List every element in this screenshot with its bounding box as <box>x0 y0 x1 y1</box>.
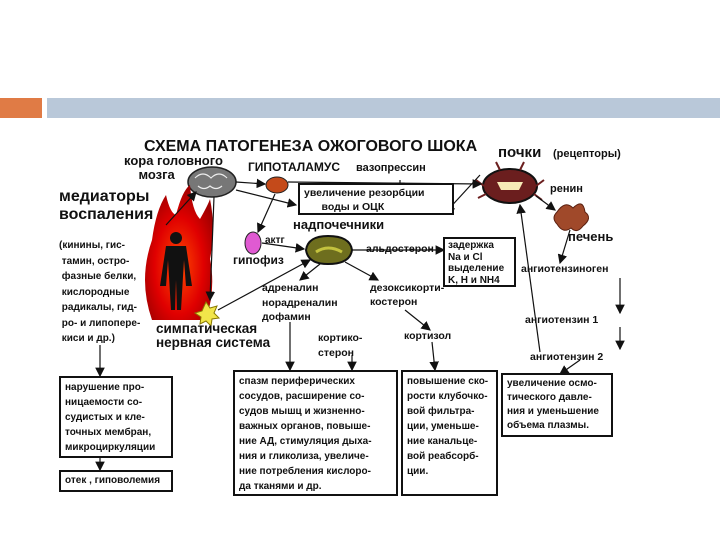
sympathetic-node-icon <box>193 300 221 328</box>
corticosterone-label: кортико- стерон <box>318 332 363 359</box>
pituitary-icon <box>244 231 262 255</box>
filtration-box: повышение ско- рости клубочко- вой фильт… <box>401 370 498 496</box>
angiotensin2-label: ангиотензин 2 <box>530 351 604 363</box>
person-silhouette-icon <box>160 232 192 310</box>
kidneys-label: почки <box>498 144 542 161</box>
hypothalamus-icon <box>265 176 289 194</box>
accent-bar-blue <box>47 98 720 118</box>
cortex-label: кора головного мозга <box>124 153 223 182</box>
retention-box: задержка Na и Cl выделение K, H и NH4 <box>443 237 516 287</box>
spasm-box: спазм периферических сосудов, расширение… <box>233 370 398 496</box>
mediators-title: медиаторы воспаления <box>59 188 154 224</box>
permeability-box: нарушение про- ницаемости со- судистых и… <box>59 376 173 458</box>
cortisol-label: кортизол <box>404 330 452 342</box>
liver-label: печень <box>568 229 614 244</box>
adrenaline-label: адреналин норадреналин дофамин <box>262 282 338 324</box>
receptors-label: (рецепторы) <box>553 148 621 160</box>
edema-box: отек , гиповолемия <box>59 470 173 492</box>
liver-icon <box>553 203 589 232</box>
mediators-list: (кинины, гис- тамин, остро- фазные белки… <box>59 240 141 344</box>
vasopressin-label: вазопрессин <box>356 162 426 174</box>
pituitary-label: гипофиз <box>233 253 284 267</box>
resorption-box: увеличение резорбции воды и ОЦК <box>298 183 454 215</box>
hypothalamus-label: ГИПОТАЛАМУС <box>248 160 340 174</box>
angiotensinogen-label: ангиотензиноген <box>521 263 609 275</box>
adrenals-label: надпочечники <box>293 217 385 232</box>
diagram-title: СХЕМА ПАТОГЕНЕЗА ОЖОГОВОГО ШОКА <box>144 138 478 155</box>
deoxycorticosterone-label: дезоксикорти- костерон <box>370 282 445 309</box>
angiotensin1-label: ангиотензин 1 <box>525 314 599 326</box>
adrenal-gland-icon <box>304 234 354 266</box>
sympathetic-label: симпатическая нервная система <box>156 321 271 350</box>
acth-label: актг <box>265 235 285 246</box>
aldosterone-label: альдостерон <box>366 243 434 255</box>
osmotic-box: увеличение осмо- тического давле- ния и … <box>501 373 613 437</box>
kidney-icon <box>475 161 545 204</box>
renin-label: ренин <box>550 183 583 195</box>
accent-bar-orange <box>0 98 42 118</box>
